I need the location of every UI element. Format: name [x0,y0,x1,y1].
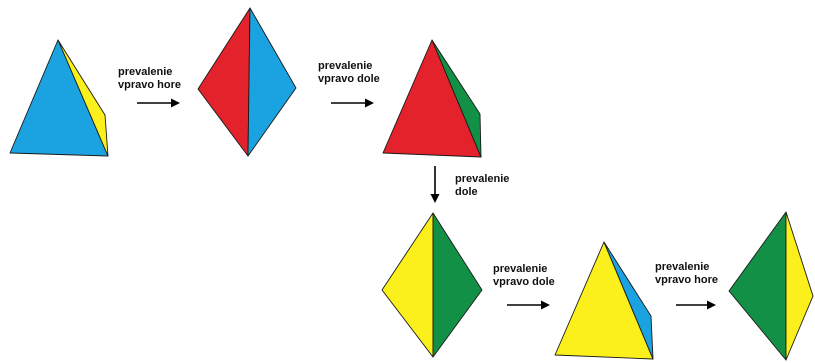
step-4: prevalenie vpravo dole [493,263,555,310]
yellow-face [57,39,109,157]
step-1: prevalenie vpravo hore [118,66,181,108]
step-label-line2: vpravo hore [118,79,181,91]
step-label-line1: prevalenie [493,263,547,275]
tetrahedron-5 [554,241,654,360]
yellow-face [785,211,814,361]
step-2: prevalenie vpravo dole [318,60,380,108]
step-5: prevalenie vpravo hore [655,261,718,310]
tetrahedron-1 [9,39,109,157]
tetrahedron-2 [197,7,297,157]
blue-face [603,241,654,360]
down-arrow-icon [430,166,440,203]
step-label-line1: prevalenie [455,173,509,185]
step-label-line1: prevalenie [118,66,172,78]
green-face [728,211,787,361]
step-label-line1: prevalenie [318,60,372,72]
right-arrow-icon [137,98,180,108]
green-face [432,212,483,358]
tetrahedron-3 [382,39,482,158]
step-label-line2: dole [455,186,478,198]
tetrahedron-4 [381,212,483,358]
right-arrow-icon [331,98,374,108]
blue-face [247,7,297,157]
red-face [197,7,251,157]
step-label-line2: vpravo dole [318,73,380,85]
tetrahedron-6 [728,211,814,361]
step-label-line2: vpravo dole [493,276,555,288]
green-face [431,39,482,158]
right-arrow-icon [507,300,550,310]
step-label-line1: prevalenie [655,261,709,273]
yellow-face [381,212,434,358]
step-3: prevalenie dole [430,166,509,203]
right-arrow-icon [676,300,716,310]
step-label-line2: vpravo hore [655,274,718,286]
